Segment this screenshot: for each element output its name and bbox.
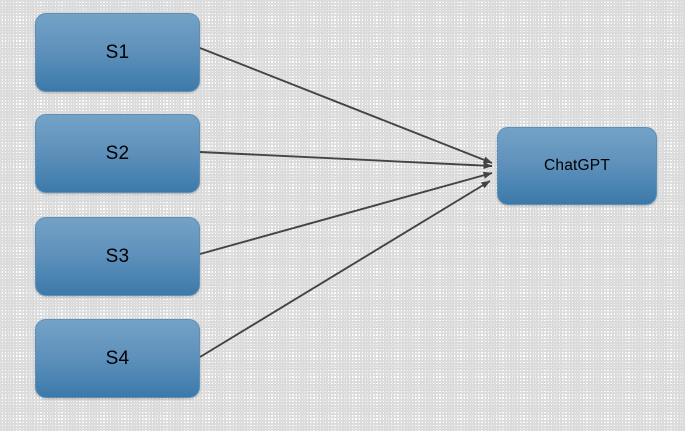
node-s1-label: S1 bbox=[105, 42, 130, 63]
node-chatgpt-label: ChatGPT bbox=[543, 157, 610, 175]
node-s4-label: S4 bbox=[105, 348, 130, 369]
node-s3[interactable]: S3 bbox=[35, 217, 200, 296]
edge-s2-chatgpt bbox=[199, 151, 493, 170]
node-s2[interactable]: S2 bbox=[35, 114, 200, 193]
node-s1[interactable]: S1 bbox=[35, 13, 200, 92]
node-chatgpt[interactable]: ChatGPT bbox=[497, 127, 657, 205]
node-s2-label: S2 bbox=[105, 143, 130, 164]
node-s4[interactable]: S4 bbox=[35, 319, 200, 398]
node-s3-label: S3 bbox=[105, 246, 130, 267]
edge-s1-chatgpt bbox=[199, 47, 493, 164]
edge-s3-chatgpt bbox=[199, 171, 493, 255]
edge-s4-chatgpt bbox=[199, 180, 491, 358]
